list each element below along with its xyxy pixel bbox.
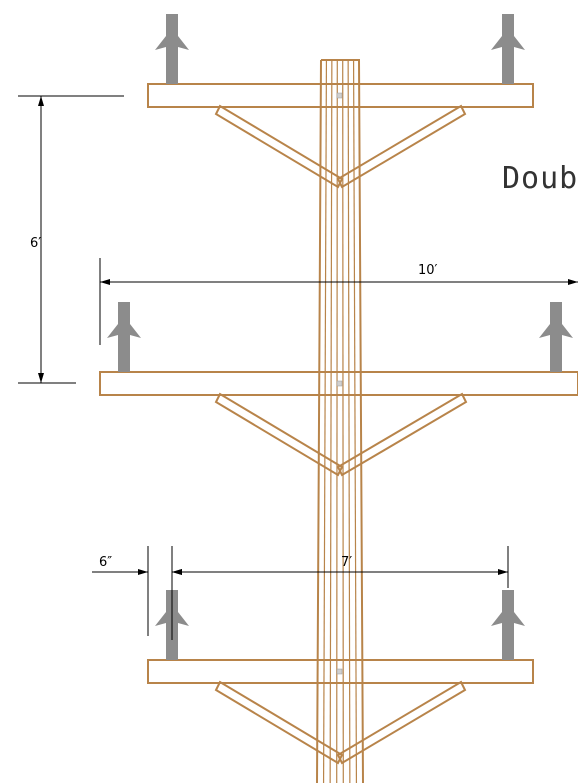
crossarm-beam — [147, 83, 534, 108]
arm-spacing-dimension — [38, 96, 44, 383]
right-insulator — [491, 14, 525, 84]
pole-grain-line — [336, 59, 338, 783]
pin-spacing-dimension — [172, 569, 508, 575]
right-insulator — [491, 590, 525, 660]
right-insulator — [539, 302, 573, 372]
crossarm-bolt — [336, 380, 343, 387]
arrowhead — [568, 279, 578, 285]
insulator-skirt — [107, 324, 141, 338]
insulator-skirt — [155, 612, 189, 626]
insulator-stem — [502, 590, 514, 660]
crossarm-beam — [147, 659, 534, 684]
crossarm-bolt — [336, 92, 343, 99]
arrowhead — [172, 569, 182, 575]
arrowhead — [38, 96, 44, 106]
right-brace — [336, 104, 467, 189]
arm-length-dimension — [100, 279, 578, 285]
end-offset-label: 6″ — [99, 555, 112, 570]
pole-grain-line — [329, 59, 333, 783]
crossarm-beam — [99, 371, 578, 396]
pole-outline — [316, 59, 364, 783]
left-insulator — [107, 302, 141, 372]
diagram-title: Doub — [502, 161, 578, 196]
crossarms — [99, 14, 578, 765]
insulator-stem — [502, 14, 514, 84]
arrowhead — [138, 569, 148, 575]
arm-spacing-label: 6′ — [30, 236, 41, 251]
insulator-stem — [166, 14, 178, 84]
left-insulator — [155, 14, 189, 84]
top-crossarm — [147, 14, 534, 189]
insulator-skirt — [491, 612, 525, 626]
insulator-skirt — [539, 324, 573, 338]
pole-grain-line — [342, 59, 344, 783]
arrowhead — [100, 279, 110, 285]
insulator-skirt — [491, 36, 525, 50]
right-brace — [336, 680, 467, 765]
arm-length-label: 10′ — [418, 263, 438, 278]
left-brace — [214, 680, 344, 765]
dimension-lines — [18, 95, 578, 640]
pin-spacing-label: 7′ — [341, 555, 352, 570]
arrowhead — [38, 373, 44, 383]
insulator-stem — [550, 302, 562, 372]
left-brace — [214, 104, 344, 189]
insulator-stem — [118, 302, 130, 372]
bottom-crossarm — [147, 590, 534, 765]
crossarm-bolt — [336, 668, 343, 675]
middle-crossarm — [99, 302, 578, 477]
arrowhead — [498, 569, 508, 575]
left-brace — [214, 392, 344, 477]
pole-grain-line — [347, 59, 351, 783]
right-brace — [336, 392, 468, 477]
insulator-skirt — [155, 36, 189, 50]
